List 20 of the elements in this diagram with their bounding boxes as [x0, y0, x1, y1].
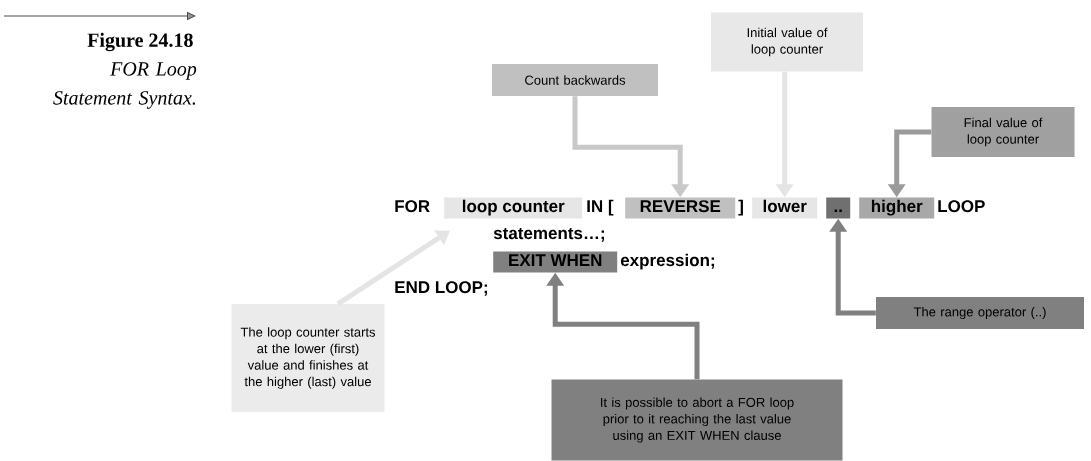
- callout-box: Final value of loop counter: [931, 107, 1075, 157]
- figure-caption: FOR Loop Statement Syntax.: [53, 62, 197, 109]
- highlighted-code: higher: [859, 197, 935, 219]
- figure-title: Figure 24.18: [87, 32, 193, 52]
- highlighted-code: loop counter: [444, 197, 583, 219]
- code-text: statements…;: [493, 227, 604, 242]
- code-text: ]: [738, 199, 743, 216]
- code-text: IN [: [587, 199, 614, 216]
- highlighted-code: ..: [826, 197, 851, 219]
- arrow: [336, 230, 450, 306]
- highlighted-code: REVERSE: [625, 197, 736, 219]
- callout-box: The range operator (..): [876, 297, 1084, 329]
- code-text: END LOOP;: [395, 281, 488, 296]
- highlighted-code: lower: [752, 197, 818, 219]
- code-text: expression;: [620, 253, 714, 270]
- code-text: LOOP: [938, 200, 985, 213]
- callout-box: It is possible to abort a FOR loop prior to it reaching the last value using an EXIT WHEN clause: [551, 379, 843, 461]
- callout-box: Initial value of loop counter: [711, 12, 863, 72]
- callout-box: Count backwards: [492, 64, 658, 96]
- callout-box: The loop counter starts at the lower (first) value and finishes at the higher (last) value: [231, 304, 385, 412]
